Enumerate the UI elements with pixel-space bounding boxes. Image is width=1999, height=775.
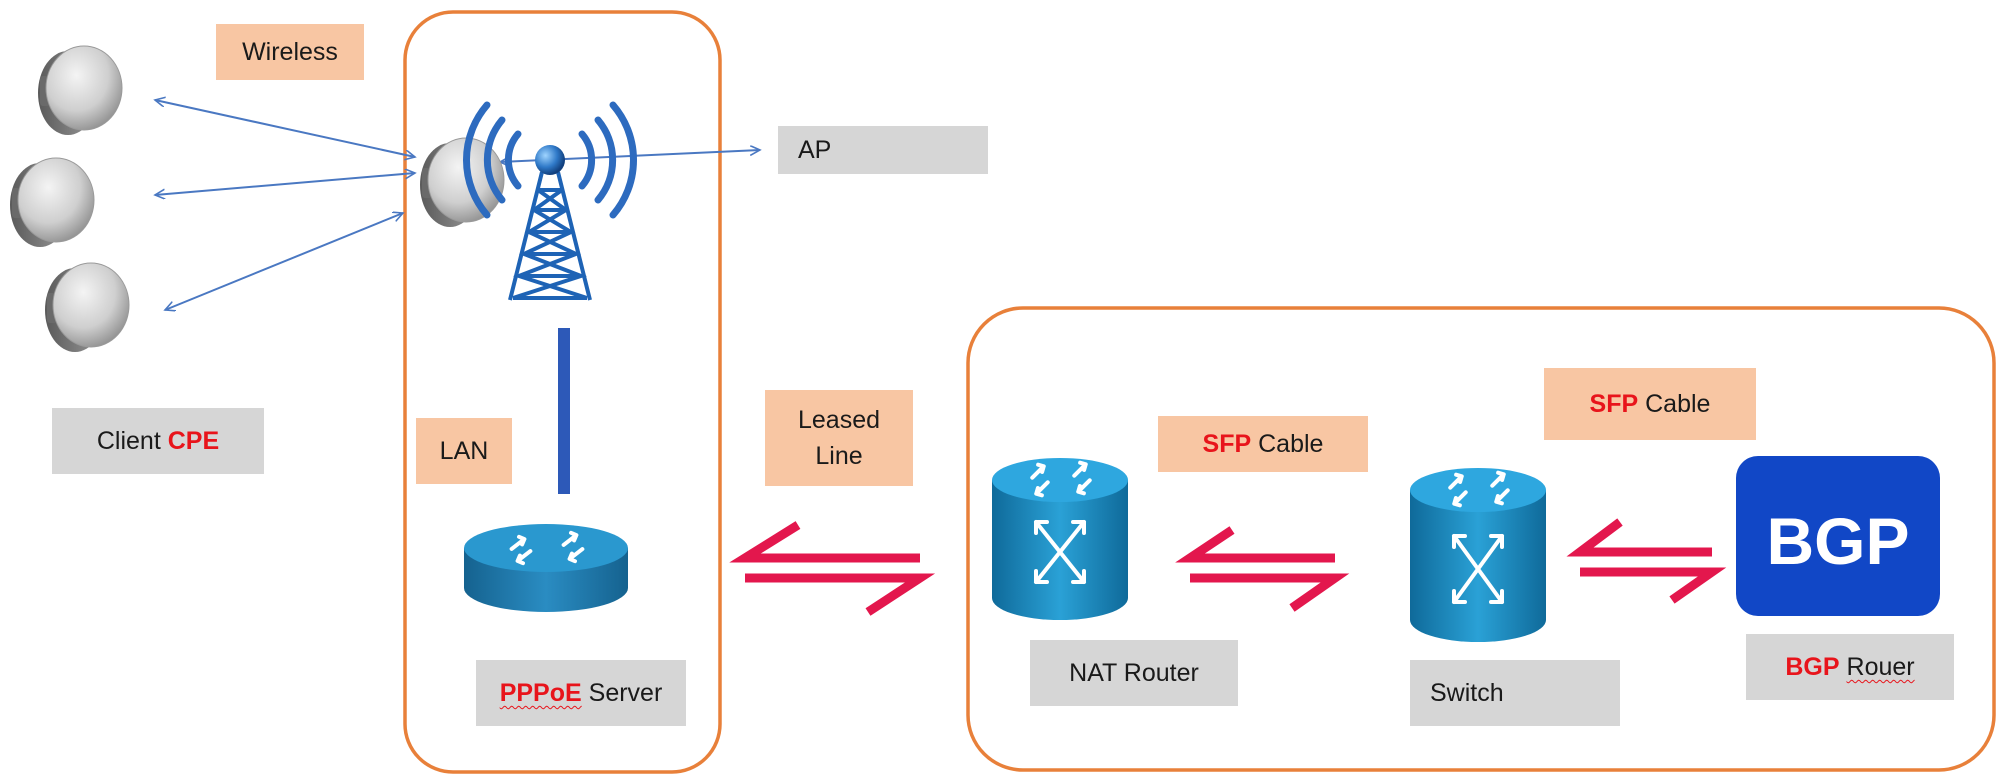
leased-line-link-arrow bbox=[729, 521, 936, 616]
bgp-router-label: BGP Rouer bbox=[1746, 634, 1954, 700]
switch-label: Switch bbox=[1410, 660, 1620, 726]
ap-label: AP bbox=[778, 126, 988, 174]
bgp-logo-text: BGP bbox=[1766, 504, 1909, 578]
switch-icon bbox=[1410, 468, 1546, 642]
lan-link-bar bbox=[558, 328, 570, 494]
sfp-cable-label: SFP Cable bbox=[1544, 368, 1756, 440]
client-cpe-label: Client CPE bbox=[52, 408, 264, 474]
cpe-antenna-icon bbox=[9, 157, 95, 248]
pppoe-server-label: PPPoE Server bbox=[476, 660, 686, 726]
core-group-box bbox=[966, 306, 1996, 772]
wireless-link-arrow bbox=[155, 100, 415, 157]
wireless-link-arrow bbox=[165, 213, 403, 310]
router-icon bbox=[464, 524, 628, 612]
nat-router-label: NAT Router bbox=[1030, 640, 1238, 706]
wireless-label: Wireless bbox=[216, 24, 364, 80]
sfp-link-arrow bbox=[1566, 518, 1727, 604]
sfp-cable-label: SFP Cable bbox=[1158, 416, 1368, 472]
wireless-link-arrow bbox=[155, 173, 415, 195]
sfp-link-arrow bbox=[1175, 526, 1350, 612]
cpe-antenna-icon bbox=[44, 262, 130, 353]
access-group-box bbox=[403, 10, 722, 774]
switch-icon bbox=[992, 458, 1128, 620]
radio-tower-icon bbox=[462, 101, 638, 301]
cpe-antenna-icon bbox=[37, 45, 123, 136]
lan-label: LAN bbox=[416, 418, 512, 484]
bgp-logo-icon: BGP bbox=[1736, 456, 1940, 616]
